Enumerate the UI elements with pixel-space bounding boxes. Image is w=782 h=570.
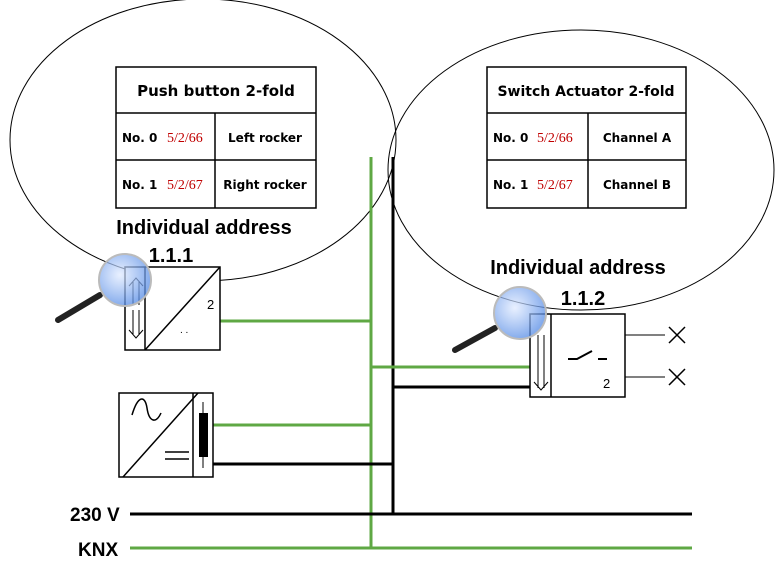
object-number: No. 0: [122, 131, 157, 145]
object-function: Channel B: [603, 178, 671, 192]
switch-actuator-device-symbol: 2: [529, 313, 686, 398]
individual-address-value: 1.1.1: [149, 245, 193, 267]
object-function: Right rocker: [223, 178, 306, 192]
object-function: Channel A: [603, 131, 672, 145]
power-supply-symbol: [118, 392, 214, 478]
group-address: 5/2/67: [167, 178, 203, 193]
magnifier-icon: [452, 286, 547, 353]
individual-address-label: Individual address: [490, 257, 666, 279]
load-output-a-icon: [668, 326, 686, 344]
object-number: No. 1: [122, 178, 157, 192]
group-address: 5/2/66: [537, 131, 573, 146]
push-button-table: Push button 2-fold No. 0 5/2/66 Left roc…: [115, 66, 317, 209]
magnifier-icon: [55, 253, 152, 323]
object-number: No. 0: [493, 131, 528, 145]
knx-line-label: KNX: [78, 540, 118, 561]
channel-count: 2: [207, 297, 214, 312]
table-title: Switch Actuator 2-fold: [497, 84, 674, 100]
bus-wiring: [130, 157, 692, 550]
channel-count: 2: [603, 376, 610, 391]
group-address: 5/2/66: [167, 131, 203, 146]
group-address: 5/2/67: [537, 178, 573, 193]
svg-text:. .: . .: [180, 325, 188, 336]
load-output-b-icon: [668, 368, 686, 386]
object-function: Left rocker: [228, 131, 302, 145]
individual-address-value: 1.1.2: [561, 288, 605, 310]
switch-actuator-table: Switch Actuator 2-fold No. 0 5/2/66 Chan…: [486, 66, 687, 209]
right-callout-ellipse: [387, 29, 775, 311]
object-number: No. 1: [493, 178, 528, 192]
individual-address-label: Individual address: [116, 217, 292, 239]
power-line-label: 230 V: [70, 505, 120, 526]
table-title: Push button 2-fold: [137, 82, 295, 100]
